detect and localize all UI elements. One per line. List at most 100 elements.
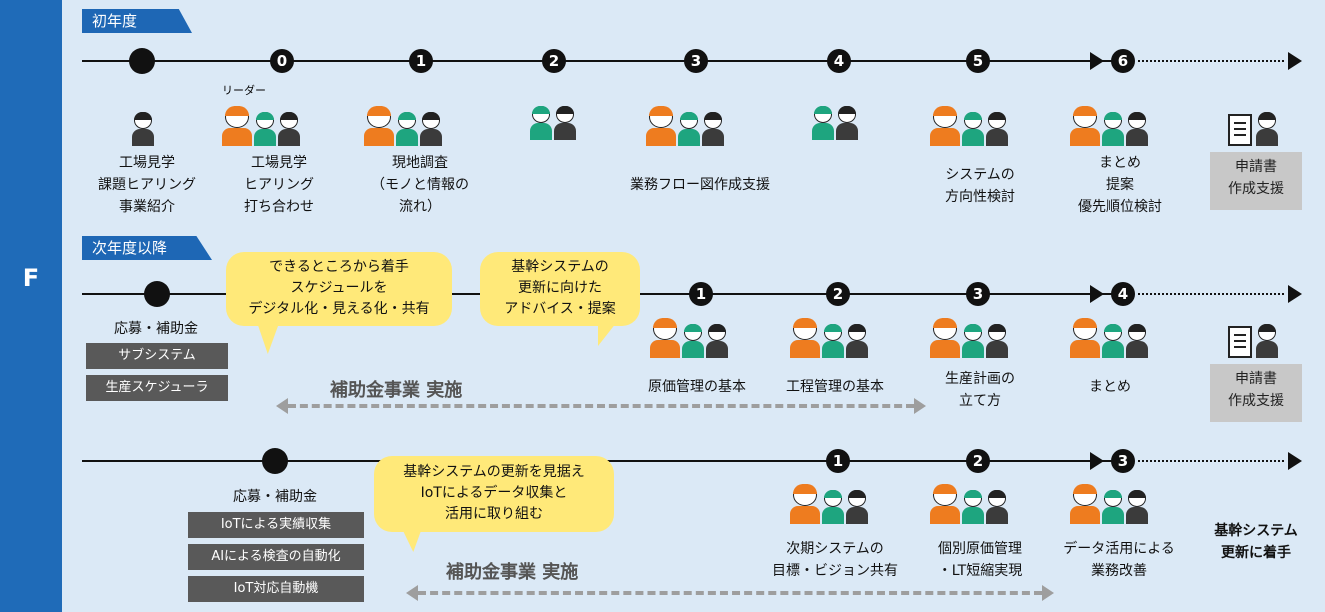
member-icon <box>254 112 276 146</box>
step-number: 1 <box>689 282 713 306</box>
staff-icon <box>554 106 576 140</box>
step-number: 3 <box>966 282 990 306</box>
milestone-dot <box>144 281 170 307</box>
member-icon <box>822 324 844 358</box>
step-number: 2 <box>542 49 566 73</box>
staff-icon <box>1126 490 1148 524</box>
milestone-dot <box>262 448 288 474</box>
person-group <box>1070 484 1150 524</box>
staff-icon <box>278 112 300 146</box>
step-label: 個別原価管理 ・LT短縮実現 <box>937 541 1023 579</box>
timeline-dotted <box>1138 60 1284 62</box>
speech-bubble: 基幹システムの更新を見据え IoTによるデータ収集と 活用に取り組む <box>374 456 614 532</box>
timeline-arrow <box>1090 452 1104 470</box>
person-group <box>530 106 578 140</box>
step-label: システムの 方向性検討 <box>945 167 1015 205</box>
subsidy-arrow-left <box>276 398 288 414</box>
staff-icon <box>420 112 442 146</box>
timeline-arrow <box>1090 52 1104 70</box>
project-box: AIによる検査の自動化 <box>188 544 364 570</box>
project-box: IoTによる実績収集 <box>188 512 364 538</box>
step-label: 業務フロー図作成支援 <box>630 177 770 193</box>
member-icon <box>962 490 984 524</box>
step-label: まとめ <box>1089 379 1131 395</box>
leader-icon <box>646 106 676 146</box>
staff-icon <box>1256 324 1278 358</box>
step-number: 0 <box>270 49 294 73</box>
step-label: 生産計画の 立て方 <box>945 371 1015 409</box>
document-icon <box>1228 114 1252 146</box>
speech-bubble: 基幹システムの 更新に向けた アドバイス・提案 <box>480 252 640 326</box>
step-label: 工場見学 課題ヒアリング 事業紹介 <box>98 155 196 215</box>
member-icon <box>1102 112 1124 146</box>
step-label: 工場見学 ヒアリング 打ち合わせ <box>244 155 314 215</box>
timeline-arrow <box>1288 452 1302 470</box>
step-number: 2 <box>966 449 990 473</box>
subsidy-label: 補助金事業 実施 <box>330 380 463 401</box>
step-number: 1 <box>826 449 850 473</box>
person-group <box>364 106 444 146</box>
person-group <box>1228 112 1280 146</box>
subsidy-arrow-right <box>914 398 926 414</box>
section-sidebar: F <box>0 0 62 612</box>
member-icon <box>1102 324 1124 358</box>
step-label: 現地調査 （モノと情報の 流れ） <box>371 155 469 215</box>
leader-icon <box>1070 484 1100 524</box>
person-group <box>1070 318 1150 358</box>
member-icon <box>962 112 984 146</box>
person-group <box>930 318 1010 358</box>
person-group <box>1228 324 1280 358</box>
staff-icon <box>986 112 1008 146</box>
step-label: まとめ 提案 優先順位検討 <box>1078 155 1162 215</box>
step-label: 原価管理の基本 <box>648 379 746 395</box>
staff-icon <box>836 106 858 140</box>
step-number: 4 <box>827 49 851 73</box>
leader-icon <box>1070 106 1100 146</box>
leader-icon <box>222 106 252 146</box>
leader-icon <box>930 318 960 358</box>
person-group <box>1070 106 1150 146</box>
leader-icon <box>1070 318 1100 358</box>
speech-bubble: できるところから着手 スケジュールを デジタル化・見える化・共有 <box>226 252 452 326</box>
step-label: データ活用による 業務改善 <box>1063 541 1175 579</box>
step-label: 次期システムの 目標・ビジョン共有 <box>772 541 898 579</box>
subsidy-span <box>418 591 1042 595</box>
tag-first-year: 初年度 <box>82 9 192 33</box>
bubble-tail <box>598 318 620 346</box>
apply-label: 応募・補助金 <box>114 321 198 337</box>
step-number: 2 <box>826 282 850 306</box>
leader-icon <box>930 484 960 524</box>
final-label: 基幹システム 更新に着手 <box>1214 523 1298 561</box>
member-icon <box>1102 490 1124 524</box>
member-icon <box>678 112 700 146</box>
step-number: 3 <box>684 49 708 73</box>
member-icon <box>812 106 834 140</box>
section-letter: F <box>22 264 40 292</box>
step-number: 1 <box>409 49 433 73</box>
timeline-1 <box>82 60 1117 62</box>
person-group <box>930 106 1010 146</box>
member-icon <box>962 324 984 358</box>
milestone-dot <box>129 48 155 74</box>
staff-icon <box>1126 324 1148 358</box>
member-icon <box>530 106 552 140</box>
support-box: 申請書 作成支援 <box>1210 152 1302 210</box>
subsidy-arrow-right <box>1042 585 1054 601</box>
timeline-arrow <box>1090 285 1104 303</box>
step-number: 6 <box>1111 49 1135 73</box>
timeline-arrow <box>1288 285 1302 303</box>
apply-label: 応募・補助金 <box>233 489 317 505</box>
member-icon <box>396 112 418 146</box>
step-number: 5 <box>966 49 990 73</box>
project-box: 生産スケジューラ <box>86 375 228 401</box>
staff-icon <box>986 324 1008 358</box>
step-number: 4 <box>1111 282 1135 306</box>
staff-icon <box>986 490 1008 524</box>
subsidy-label: 補助金事業 実施 <box>446 562 579 583</box>
staff-icon <box>706 324 728 358</box>
person-group <box>646 106 726 146</box>
leader-label: リーダー <box>222 84 266 97</box>
step-label: 工程管理の基本 <box>786 379 884 395</box>
person-group <box>222 106 302 146</box>
staff-icon <box>132 112 154 146</box>
